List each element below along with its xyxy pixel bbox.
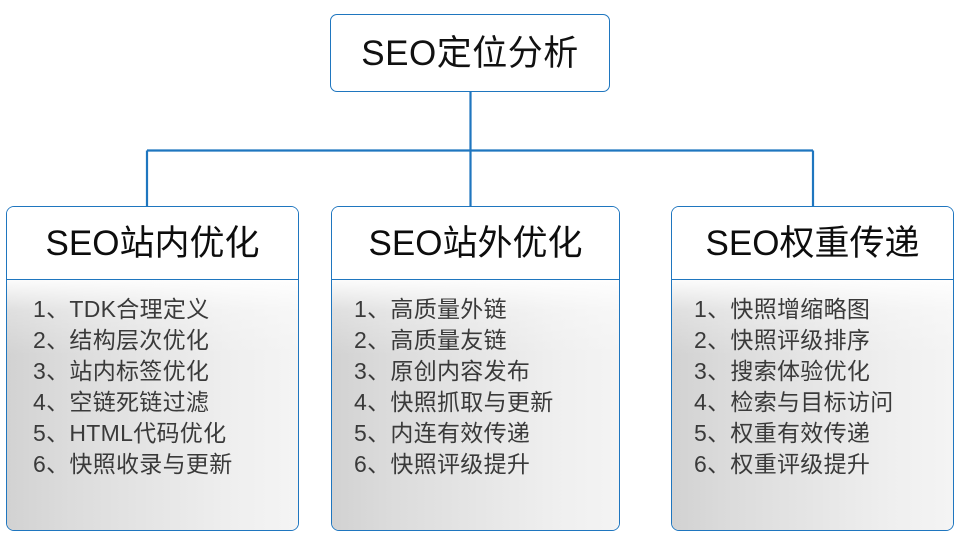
list-item: 6、权重评级提升 <box>694 451 871 477</box>
branch-3-item-list: 1、快照增缩略图 2、快照评级排序 3、搜索体验优化 4、检索与目标访问 5、权… <box>672 294 953 480</box>
list-item: 4、检索与目标访问 <box>694 389 894 415</box>
branch-3-body: 1、快照增缩略图 2、快照评级排序 3、搜索体验优化 4、检索与目标访问 5、权… <box>672 280 953 530</box>
branch-3-title: SEO权重传递 <box>705 223 920 263</box>
list-item: 3、原创内容发布 <box>354 358 531 384</box>
branch-2-header: SEO站外优化 <box>332 207 619 280</box>
branch-1-body: 1、TDK合理定义 2、结构层次优化 3、站内标签优化 4、空链死链过滤 5、H… <box>7 280 298 530</box>
branch-2-body: 1、高质量外链 2、高质量友链 3、原创内容发布 4、快照抓取与更新 5、内连有… <box>332 280 619 530</box>
list-item: 1、TDK合理定义 <box>33 296 210 322</box>
branch-3-header: SEO权重传递 <box>672 207 953 280</box>
list-item: 4、空链死链过滤 <box>33 389 210 415</box>
list-item: 5、HTML代码优化 <box>33 420 227 446</box>
root-node[interactable]: SEO定位分析 <box>330 14 610 92</box>
branch-1-title: SEO站内优化 <box>45 223 260 263</box>
list-item: 3、站内标签优化 <box>33 358 210 384</box>
list-item: 2、快照评级排序 <box>694 327 871 353</box>
list-item: 2、高质量友链 <box>354 327 507 353</box>
list-item: 5、内连有效传递 <box>354 420 531 446</box>
branch-2-item-list: 1、高质量外链 2、高质量友链 3、原创内容发布 4、快照抓取与更新 5、内连有… <box>332 294 619 480</box>
list-item: 1、快照增缩略图 <box>694 296 871 322</box>
branch-node-1[interactable]: SEO站内优化 1、TDK合理定义 2、结构层次优化 3、站内标签优化 4、空链… <box>6 206 299 531</box>
branch-1-item-list: 1、TDK合理定义 2、结构层次优化 3、站内标签优化 4、空链死链过滤 5、H… <box>7 294 298 480</box>
list-item: 1、高质量外链 <box>354 296 507 322</box>
branch-node-3[interactable]: SEO权重传递 1、快照增缩略图 2、快照评级排序 3、搜索体验优化 4、检索与… <box>671 206 954 531</box>
branch-2-title: SEO站外优化 <box>368 223 583 263</box>
list-item: 2、结构层次优化 <box>33 327 210 353</box>
list-item: 3、搜索体验优化 <box>694 358 871 384</box>
branch-node-2[interactable]: SEO站外优化 1、高质量外链 2、高质量友链 3、原创内容发布 4、快照抓取与… <box>331 206 620 531</box>
branch-1-header: SEO站内优化 <box>7 207 298 280</box>
root-node-label: SEO定位分析 <box>361 33 579 73</box>
list-item: 5、权重有效传递 <box>694 420 871 446</box>
list-item: 6、快照收录与更新 <box>33 451 233 477</box>
list-item: 4、快照抓取与更新 <box>354 389 554 415</box>
list-item: 6、快照评级提升 <box>354 451 531 477</box>
